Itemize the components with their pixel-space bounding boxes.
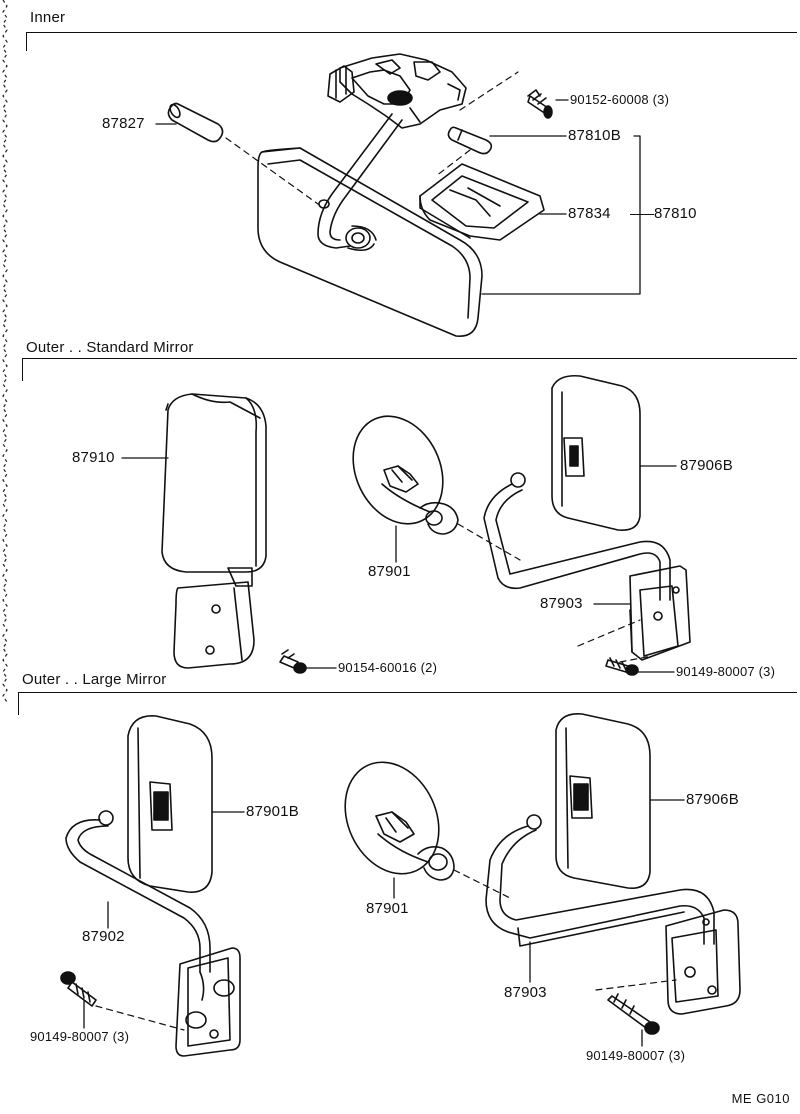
outer-std-dashed-guides <box>457 523 653 663</box>
part-label-87906B-large: 87906B <box>686 791 739 808</box>
inner-dashed-guides <box>225 71 519 205</box>
screw-90149-large-right <box>607 993 660 1035</box>
outer-large-leader-lines <box>83 799 685 1047</box>
leader-87834-87810 <box>630 214 654 215</box>
screw-90154 <box>279 649 307 674</box>
screw-90152 <box>527 89 553 119</box>
outer-large-section-title: Outer . . Large Mirror <box>22 671 167 688</box>
outer-standard-section-title: Outer . . Standard Mirror <box>26 339 194 356</box>
part-label-90154-60016: 90154-60016 (2) <box>338 660 438 675</box>
mirror-head-87906B-large <box>555 713 651 889</box>
part-label-87902: 87902 <box>82 928 125 945</box>
part-label-87901B: 87901B <box>246 803 299 820</box>
inner-section-title: Inner <box>30 9 66 26</box>
outer-standard-section-bracket <box>22 358 797 381</box>
lamp-lens <box>419 163 545 241</box>
diagram-code: ME G010 <box>731 1091 790 1106</box>
inner-mounting-bracket <box>327 53 467 129</box>
part-label-90149-80007-std: 90149-80007 (3) <box>676 664 776 679</box>
mirror-stay-87903-std <box>483 472 691 661</box>
pin <box>167 102 224 143</box>
part-label-87810B: 87810B <box>568 127 621 144</box>
screw-90149-std <box>605 657 639 676</box>
mirror-stay-arm <box>317 113 403 252</box>
inner-leader-lines <box>155 99 641 295</box>
part-label-90149-80007-large-right: 90149-80007 (3) <box>586 1048 686 1063</box>
part-label-87903-std: 87903 <box>540 595 583 612</box>
bulb <box>447 126 493 155</box>
outer-large-section-bracket <box>18 692 797 715</box>
inner-section-bracket <box>26 32 797 51</box>
part-label-87827: 87827 <box>102 115 145 132</box>
mirror-assembly-87910 <box>161 393 267 669</box>
part-label-90149-80007-large-left: 90149-80007 (3) <box>30 1029 130 1044</box>
screw-90149-large-left <box>60 971 97 1007</box>
mirror-stay-87903-large <box>485 814 741 1015</box>
part-label-87901-large: 87901 <box>366 900 409 917</box>
part-label-87834: 87834 <box>568 205 611 222</box>
mirror-stay-87902 <box>65 810 241 1057</box>
mirror-head-87906B-std <box>551 374 641 532</box>
part-label-87810: 87810 <box>654 205 697 222</box>
part-label-90152-60008: 90152-60008 (3) <box>570 92 670 107</box>
round-mirror-87901-large <box>344 761 455 881</box>
part-label-87906B-std: 87906B <box>680 457 733 474</box>
part-label-87910: 87910 <box>72 449 115 466</box>
outer-large-dashed-guides <box>95 869 677 1031</box>
mirror-head-87901B <box>127 715 213 893</box>
perforation-edge <box>2 0 8 703</box>
outer-std-leader-lines <box>121 457 677 673</box>
inner-mirror-body <box>257 147 483 337</box>
part-label-87901-std: 87901 <box>368 563 411 580</box>
round-mirror-87901-std <box>352 415 459 535</box>
part-label-87903-large: 87903 <box>504 984 547 1001</box>
